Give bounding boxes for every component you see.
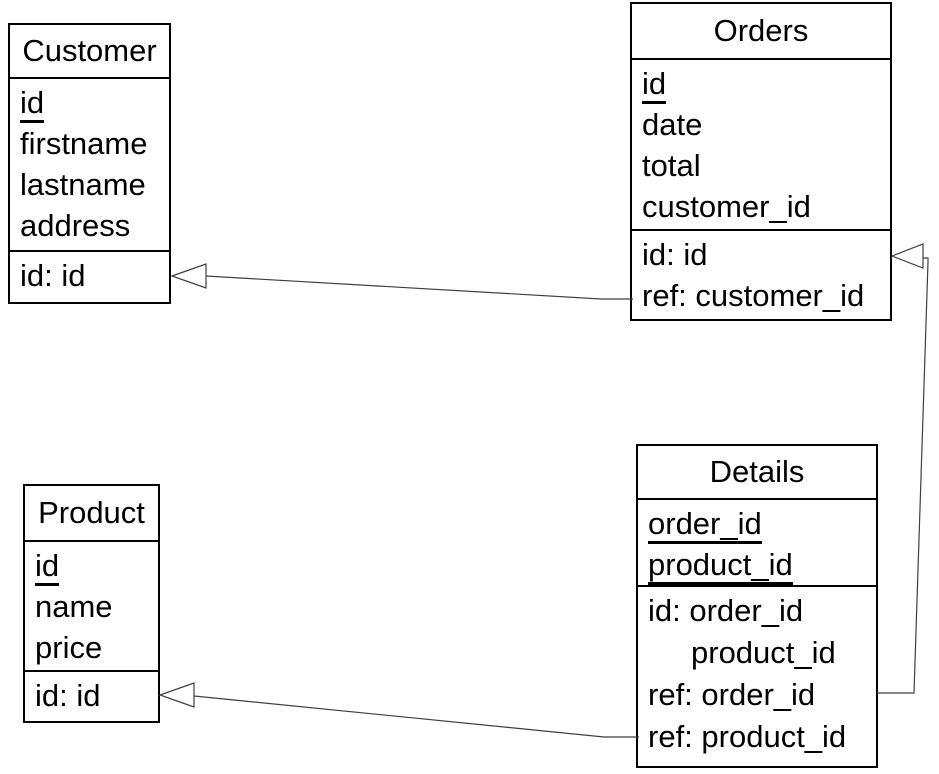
- relation-details-to-product: [158, 682, 639, 738]
- table-details-keys: id: order_id product_id ref: order_id re…: [638, 585, 876, 766]
- key-row: id: id: [642, 237, 708, 272]
- primary-key-field: product_id: [648, 547, 793, 585]
- key-row: id: id: [20, 258, 86, 293]
- key-row: id: order_id: [648, 593, 804, 628]
- field-row: firstname: [20, 126, 148, 161]
- table-product-fields: id name price: [25, 542, 158, 670]
- table-orders-keys: id: id ref: customer_id: [632, 229, 890, 319]
- field-row: id: [10, 82, 169, 123]
- relation-line: [193, 695, 639, 738]
- field-row: price: [35, 630, 103, 665]
- table-customer: Customer id firstname lastname address i…: [8, 23, 171, 304]
- table-customer-fields: id firstname lastname address: [10, 79, 169, 250]
- table-customer-title: Customer: [10, 25, 169, 79]
- primary-key-field: id: [20, 85, 45, 123]
- table-product: Product id name price id: id: [23, 484, 160, 723]
- relation-line: [205, 275, 633, 300]
- table-customer-keys: id: id: [10, 250, 169, 302]
- table-details-title: Details: [638, 446, 876, 500]
- field-row: customer_id: [642, 189, 811, 224]
- field-row: name: [35, 589, 113, 624]
- relation-line: [877, 257, 929, 694]
- table-orders-title: Orders: [632, 4, 890, 60]
- field-row: lastname: [20, 167, 146, 202]
- table-product-title: Product: [25, 486, 158, 542]
- primary-key-field: order_id: [648, 506, 762, 544]
- field-row: address: [20, 208, 131, 243]
- key-row-continuation: product_id: [691, 635, 836, 670]
- key-row: ref: customer_id: [642, 278, 865, 313]
- field-row: total: [642, 148, 701, 183]
- table-details-fields: order_id product_id: [638, 500, 876, 585]
- primary-key-field: id: [642, 66, 667, 104]
- field-row: product_id: [638, 544, 876, 585]
- table-orders: Orders id date total customer_id id: id …: [630, 2, 892, 321]
- key-row: ref: product_id: [648, 719, 847, 754]
- key-row: ref: order_id: [648, 677, 816, 712]
- key-row: id: id: [35, 678, 101, 713]
- field-row: order_id: [638, 503, 876, 544]
- open-arrowhead-icon: [890, 243, 924, 269]
- open-arrowhead-icon: [170, 263, 207, 289]
- field-row: date: [642, 107, 703, 142]
- primary-key-field: id: [35, 548, 60, 586]
- relation-orders-to-customer: [170, 263, 633, 300]
- table-details: Details order_id product_id id: order_id…: [636, 444, 878, 768]
- table-orders-fields: id date total customer_id: [632, 60, 890, 229]
- open-arrowhead-icon: [158, 682, 195, 708]
- table-product-keys: id: id: [25, 670, 158, 721]
- field-row: id: [632, 63, 890, 104]
- field-row: id: [25, 545, 158, 586]
